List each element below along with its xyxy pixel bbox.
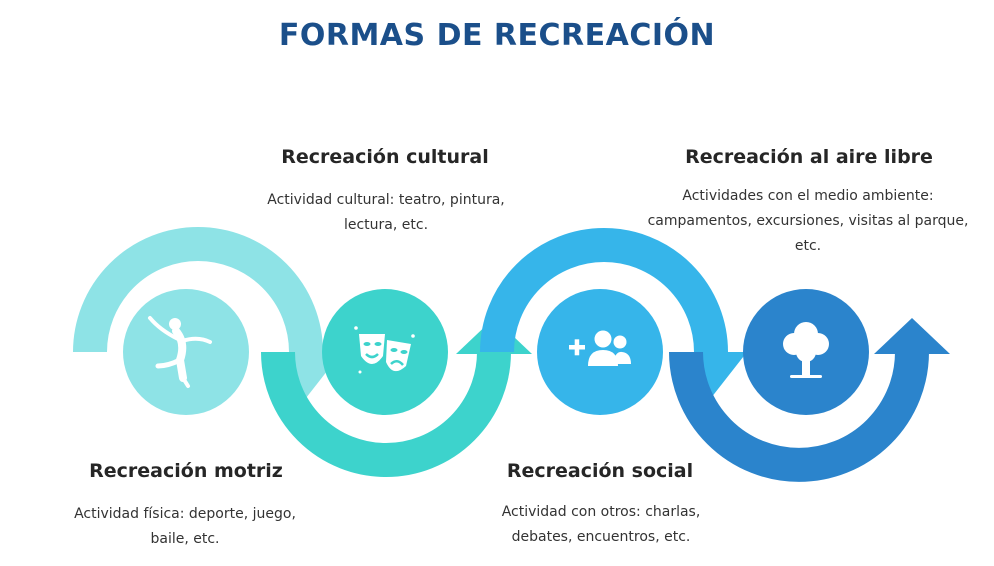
motriz-heading: Recreación motriz xyxy=(89,460,283,482)
aire-libre-description: Actividades con el medio ambiente: campa… xyxy=(647,188,969,254)
social-arc xyxy=(480,228,728,353)
theater-masks-icon xyxy=(354,326,415,374)
cultural-heading: Recreación cultural xyxy=(281,146,489,168)
aire-libre-arc xyxy=(669,351,929,482)
cultural-arc xyxy=(261,351,511,477)
cultural-description: Actividad cultural: teatro, pintura, lec… xyxy=(267,192,505,233)
motriz-arc xyxy=(73,227,323,353)
social-heading: Recreación social xyxy=(506,460,694,482)
aire-libre-arrow xyxy=(874,318,950,354)
cultural-circle xyxy=(322,289,448,415)
add-user-icon xyxy=(569,330,631,366)
page-title: FORMAS DE RECREACIÓN xyxy=(278,18,716,53)
dancer-icon xyxy=(148,316,212,388)
aire-libre-heading: Recreación al aire libre xyxy=(685,146,933,168)
social-description: Actividad con otros: charlas, debates, e… xyxy=(501,504,701,545)
motriz-description: Actividad física: deporte, juego, baile,… xyxy=(74,506,296,547)
tree-icon xyxy=(783,322,829,378)
